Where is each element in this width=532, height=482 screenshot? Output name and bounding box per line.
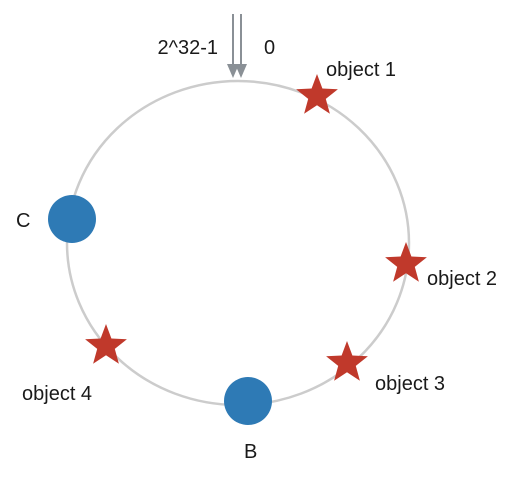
node-b-circle (224, 377, 272, 425)
object-1-star-icon (296, 74, 338, 114)
object-3-star-icon (326, 341, 368, 381)
node-b-label: B (244, 441, 257, 463)
object-3-label: object 3 (375, 373, 445, 395)
object-2-label: object 2 (427, 268, 497, 290)
node-c-circle (48, 195, 96, 243)
ring-end-label: 2^32-1 (157, 37, 218, 59)
node-c-label: C (16, 210, 30, 232)
object-1-label: object 1 (326, 59, 396, 81)
ring-start-label: 0 (264, 37, 275, 59)
ring-origin-arrow-icon (227, 14, 247, 78)
object-4-star-icon (85, 324, 127, 364)
object-4-label: object 4 (22, 383, 92, 405)
object-2-star-icon (385, 242, 427, 282)
